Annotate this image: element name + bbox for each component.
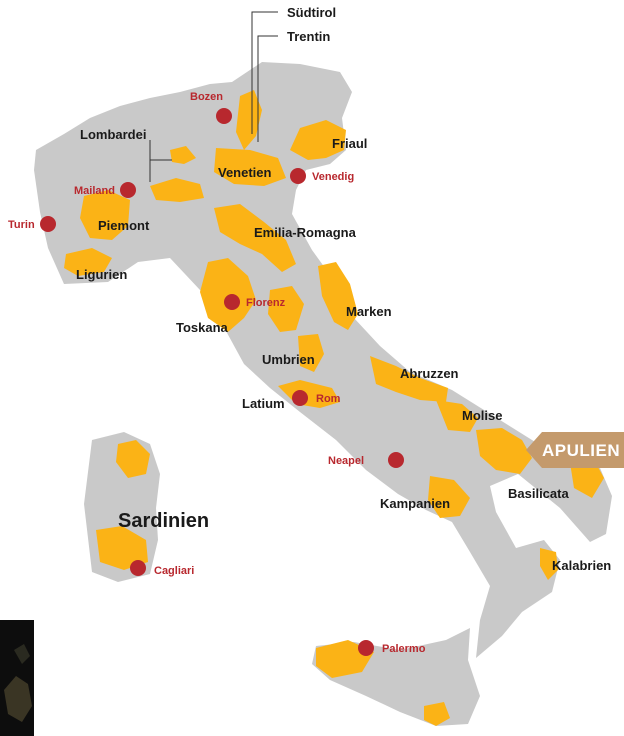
city-dot-palermo (358, 640, 374, 656)
wine-area-kalabrien (540, 548, 558, 580)
wine-area-piemont (80, 190, 130, 240)
region-label-piemont: Piemont (98, 218, 150, 233)
wine-area-ligurien (64, 248, 112, 276)
wine-area-emilia (214, 204, 296, 272)
city-dot-florenz (224, 294, 240, 310)
region-label-abruzzen: Abruzzen (400, 366, 459, 381)
wine-area-sardinien-south (96, 526, 148, 570)
city-dot-mailand (120, 182, 136, 198)
wine-area-trentin (236, 90, 262, 150)
apulien-badge-shape (526, 432, 624, 468)
city-label-venedig: Venedig (312, 171, 354, 183)
wine-area-marken (318, 262, 358, 330)
region-label-sardinien: Sardinien (118, 510, 209, 532)
wine-area-sizilien-south (424, 702, 450, 726)
leader-suedtirol (251, 11, 278, 134)
wine-area-apulien (476, 428, 532, 474)
city-label-rom: Rom (316, 393, 341, 405)
region-label-kampanien: Kampanien (380, 496, 450, 511)
apulien-badge: APULIEN (526, 432, 624, 468)
city-dot-cagliari (130, 560, 146, 576)
land-mainland (34, 62, 612, 658)
region-label-suedtirol: Südtirol (287, 5, 336, 20)
cities: Bozen Mailand Venedig Turin Florenz Rom … (8, 91, 426, 656)
city-label-bozen: Bozen (190, 91, 223, 103)
city-dot-bozen (216, 108, 232, 124)
region-label-molise: Molise (462, 408, 502, 423)
region-label-ligurien: Ligurien (76, 267, 127, 282)
region-label-friaul: Friaul (332, 136, 367, 151)
apulien-badge-label: APULIEN (542, 441, 620, 460)
city-label-cagliari: Cagliari (154, 565, 194, 577)
wine-area-sardinien-north (116, 440, 150, 478)
city-dot-turin (40, 216, 56, 232)
city-label-mailand: Mailand (74, 185, 115, 197)
region-label-kalabrien: Kalabrien (552, 558, 611, 573)
wine-area-kampanien (428, 476, 470, 518)
wine-area-toskana-east (268, 286, 304, 332)
city-dot-rom (292, 390, 308, 406)
wine-area-toskana (200, 258, 256, 332)
wine-areas (64, 90, 604, 726)
photo-fragment-detail-2 (14, 644, 30, 664)
region-label-toskana: Toskana (176, 320, 229, 335)
photo-fragment-detail (4, 676, 32, 722)
region-label-umbrien: Umbrien (262, 352, 315, 367)
city-label-turin: Turin (8, 219, 35, 231)
region-label-emilia: Emilia-Romagna (254, 225, 357, 240)
photo-fragment (0, 620, 34, 736)
region-labels: Südtirol Trentin Lombardei Friaul Veneti… (76, 5, 611, 573)
city-dot-venedig (290, 168, 306, 184)
region-label-trentin: Trentin (287, 29, 330, 44)
wine-area-lombardei-north (170, 146, 196, 164)
wine-area-friaul (290, 120, 346, 160)
city-dot-neapel (388, 452, 404, 468)
leader-lines (149, 11, 278, 182)
region-label-venetien: Venetien (218, 165, 272, 180)
wine-area-abruzzen (370, 356, 448, 402)
region-label-latium: Latium (242, 396, 285, 411)
city-label-florenz: Florenz (246, 297, 286, 309)
city-label-neapel: Neapel (328, 455, 364, 467)
region-label-basilicata: Basilicata (508, 486, 569, 501)
city-label-palermo: Palermo (382, 643, 426, 655)
wine-area-umbrien (298, 334, 324, 372)
leader-trentin (257, 35, 278, 142)
region-label-lombardei: Lombardei (80, 127, 146, 142)
wine-area-venetien (214, 148, 286, 186)
wine-area-lombardei (150, 178, 204, 202)
wine-area-molise (436, 400, 478, 432)
region-label-marken: Marken (346, 304, 392, 319)
